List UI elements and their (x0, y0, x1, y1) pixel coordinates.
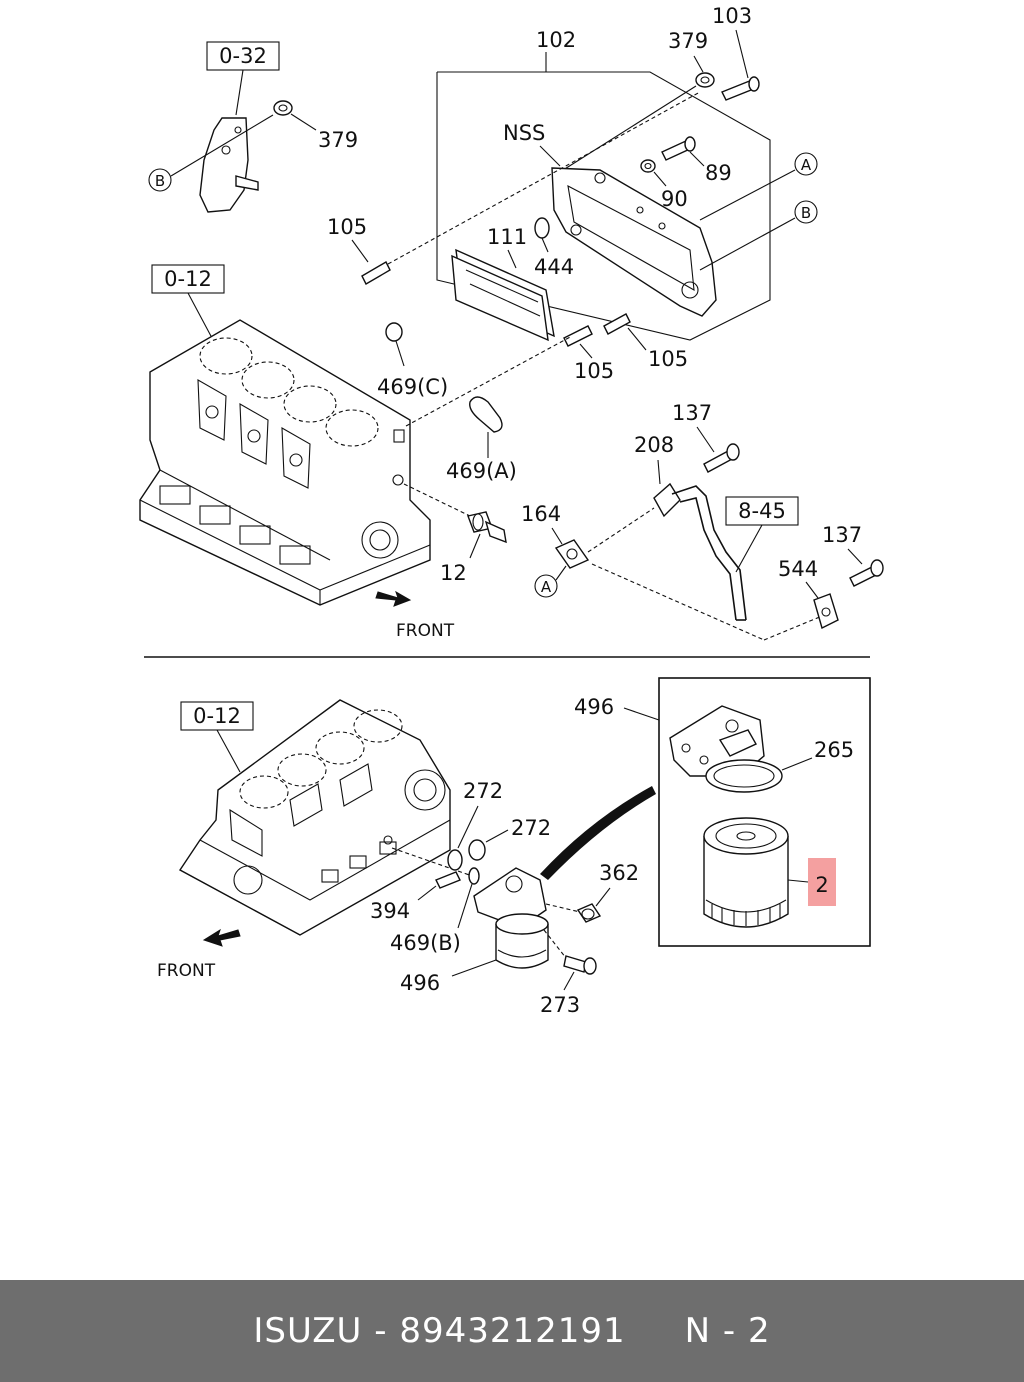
svg-text:2: 2 (815, 873, 828, 897)
svg-text:A: A (541, 578, 552, 596)
front-arrow-top (375, 590, 412, 607)
svg-text:0-12: 0-12 (164, 267, 212, 291)
bolt-137-top (703, 443, 740, 473)
callout-b-left: B (148, 168, 172, 192)
ref-box-0-32[interactable]: 0-32 (206, 41, 280, 71)
filter-cartridge-2[interactable] (703, 817, 789, 928)
oil-pipe (653, 482, 747, 621)
washer-90 (640, 159, 656, 173)
oring-469c (385, 322, 403, 342)
part-number-caption: ISUZU - 8943212191 N - 2 (253, 1311, 771, 1351)
cooler-element-111 (451, 248, 555, 342)
label-90: 90 (661, 187, 688, 211)
oil-cooler-cover (551, 167, 717, 317)
label-394: 394 (370, 899, 410, 923)
thermostat-housing (199, 117, 259, 213)
filter-head-265 (669, 705, 783, 793)
label-496-detail: 496 (574, 695, 614, 719)
gasket-469a (469, 396, 503, 433)
label-103: 103 (712, 4, 752, 28)
label-105-mid: 105 (574, 359, 614, 383)
label-544: 544 (778, 557, 818, 581)
label-12: 12 (440, 561, 467, 585)
label-105-right: 105 (648, 347, 688, 371)
label-nss: NSS (503, 121, 545, 145)
stud-105-mid (563, 325, 593, 347)
label-111: 111 (487, 225, 527, 249)
ref-box-8-45[interactable]: 8-45 (725, 496, 799, 526)
label-496-small: 496 (400, 971, 440, 995)
oil-cooler-group-outline (436, 71, 771, 341)
label-164: 164 (521, 502, 561, 526)
bolt-89 (661, 136, 696, 161)
label-137-top: 137 (672, 401, 712, 425)
label-444: 444 (534, 255, 574, 279)
svg-text:8-45: 8-45 (738, 499, 786, 523)
bolt-137-right (849, 559, 884, 587)
callout-a-right: A (794, 152, 818, 176)
bolt-273 (563, 955, 597, 975)
label-362: 362 (599, 861, 639, 885)
label-208: 208 (634, 433, 674, 457)
detail-box (658, 677, 871, 947)
highlight-part-2[interactable]: 2 (808, 858, 836, 906)
svg-text:A: A (801, 156, 812, 174)
washer-379-left (273, 100, 293, 116)
svg-text:B: B (801, 204, 811, 222)
gasket-164 (554, 539, 590, 569)
label-105-top: 105 (327, 215, 367, 239)
label-front-top: FRONT (396, 621, 455, 641)
svg-text:B: B (155, 172, 165, 190)
label-272-a: 272 (463, 779, 503, 803)
stud-105-top (361, 261, 391, 285)
label-272-b: 272 (511, 816, 551, 840)
label-469b: 469(B) (390, 931, 461, 955)
stud-394 (435, 871, 461, 889)
detail-pointer (540, 786, 656, 880)
label-265: 265 (814, 738, 854, 762)
engine-block-top (139, 319, 431, 606)
ref-box-0-12-bottom[interactable]: 0-12 (180, 701, 254, 731)
ref-label: 0-32 (219, 44, 267, 68)
relief-valve-12 (467, 511, 507, 544)
front-arrow-bottom (202, 928, 241, 947)
label-137-right: 137 (822, 523, 862, 547)
svg-text:0-12: 0-12 (193, 704, 241, 728)
parts-diagram: 0-32 379 B 102 103 379 NSS (139, 4, 884, 1017)
label-469c: 469(C) (377, 375, 448, 399)
label-front-bottom: FRONT (157, 961, 216, 981)
label-379-top: 379 (668, 29, 708, 53)
label-102: 102 (536, 28, 576, 52)
oring-272-a (447, 849, 463, 871)
oil-filter-assembly-small (473, 867, 549, 969)
label-89: 89 (705, 161, 732, 185)
footer-bar: ISUZU - 8943212191 N - 2 (0, 1280, 1024, 1382)
callout-b-right: B (794, 200, 818, 224)
label-379: 379 (318, 128, 358, 152)
stud-105-right (603, 313, 631, 335)
oring-444 (534, 217, 550, 239)
bolt-103 (721, 76, 760, 101)
oring-469b (468, 867, 480, 885)
callout-a-bottom: A (534, 574, 558, 598)
nut-362 (576, 903, 602, 923)
label-273: 273 (540, 993, 580, 1017)
ref-box-0-12-top[interactable]: 0-12 (151, 264, 225, 294)
label-469a: 469(A) (446, 459, 517, 483)
oring-272-b (468, 839, 486, 861)
engine-block-bottom (178, 699, 451, 936)
gasket-544 (813, 593, 839, 630)
washer-379 (695, 72, 715, 88)
